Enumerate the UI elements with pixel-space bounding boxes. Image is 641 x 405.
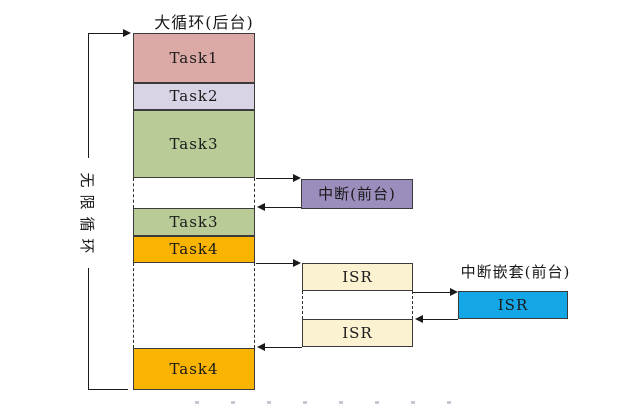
isr-box-1: ISR bbox=[302, 263, 413, 291]
task-box-task3: Task3 bbox=[133, 110, 255, 178]
preempted-gap-interrupt bbox=[133, 178, 255, 208]
loop-entry-arrow-line bbox=[88, 33, 124, 34]
interrupt-return-arrow-line bbox=[264, 207, 301, 208]
loop-entry-arrowhead-icon bbox=[123, 29, 131, 37]
interrupt-call-arrow-line bbox=[256, 178, 294, 179]
task-box-task4-resumed: Task4 bbox=[133, 348, 255, 390]
nested-call-arrow-line bbox=[413, 292, 451, 293]
isr-return-arrow-line bbox=[264, 347, 302, 348]
cropped-caption-marks bbox=[195, 401, 475, 404]
nested-return-arrowhead-icon bbox=[415, 315, 423, 323]
nested-interrupt-title: 中断嵌套(前台) bbox=[460, 263, 571, 281]
isr-preempted-gap bbox=[302, 291, 413, 319]
diagram-title: 大循环(后台) bbox=[154, 13, 254, 32]
task-box-task3-resumed: Task3 bbox=[133, 208, 255, 236]
preempted-gap-isr bbox=[133, 263, 255, 348]
infinite-loop-label: 无限循环 bbox=[78, 158, 98, 268]
task-box-task2: Task2 bbox=[133, 83, 255, 110]
task-box-task1: Task1 bbox=[133, 33, 255, 83]
interrupt-return-arrowhead-icon bbox=[257, 203, 265, 211]
nested-call-arrowhead-icon bbox=[450, 288, 458, 296]
isr-return-arrowhead-icon bbox=[257, 343, 265, 351]
nested-return-arrow-line bbox=[422, 319, 458, 320]
nested-isr-box: ISR bbox=[458, 291, 568, 319]
interrupt-call-arrowhead-icon bbox=[293, 174, 301, 182]
interrupt-box: 中断(前台) bbox=[301, 179, 413, 209]
isr-call-arrow-line bbox=[256, 263, 294, 264]
loop-bottom-return-line bbox=[88, 389, 128, 390]
isr-call-arrowhead-icon bbox=[293, 259, 301, 267]
isr-box-2: ISR bbox=[302, 319, 413, 347]
task-box-task4: Task4 bbox=[133, 236, 255, 263]
